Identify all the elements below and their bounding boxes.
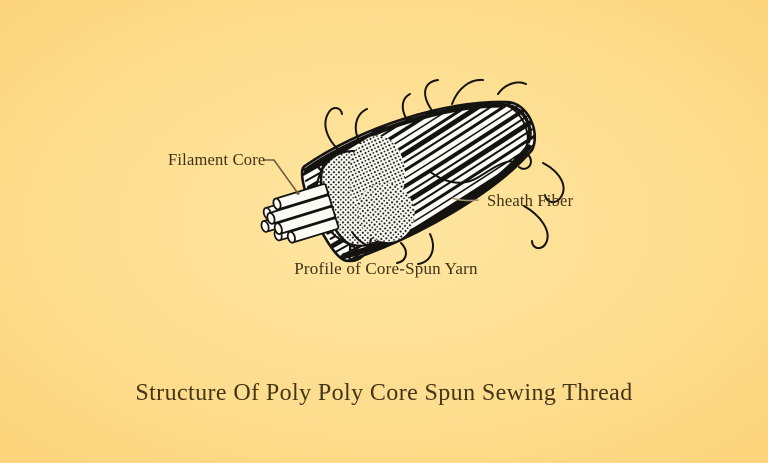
illustration-caption: Profile of Core-Spun Yarn [294,259,478,278]
sheath-fiber-label: Sheath Fiber [487,191,574,210]
stray-fibers [324,78,565,265]
filament-core-drawing [260,135,415,249]
leader-line-filament-core [263,159,298,193]
leader-line-sheath-fiber [451,197,480,202]
leader-dot [296,191,300,195]
page-title: Structure Of Poly Poly Core Spun Sewing … [135,380,633,406]
filament-core-label: Filament Core [168,150,266,169]
